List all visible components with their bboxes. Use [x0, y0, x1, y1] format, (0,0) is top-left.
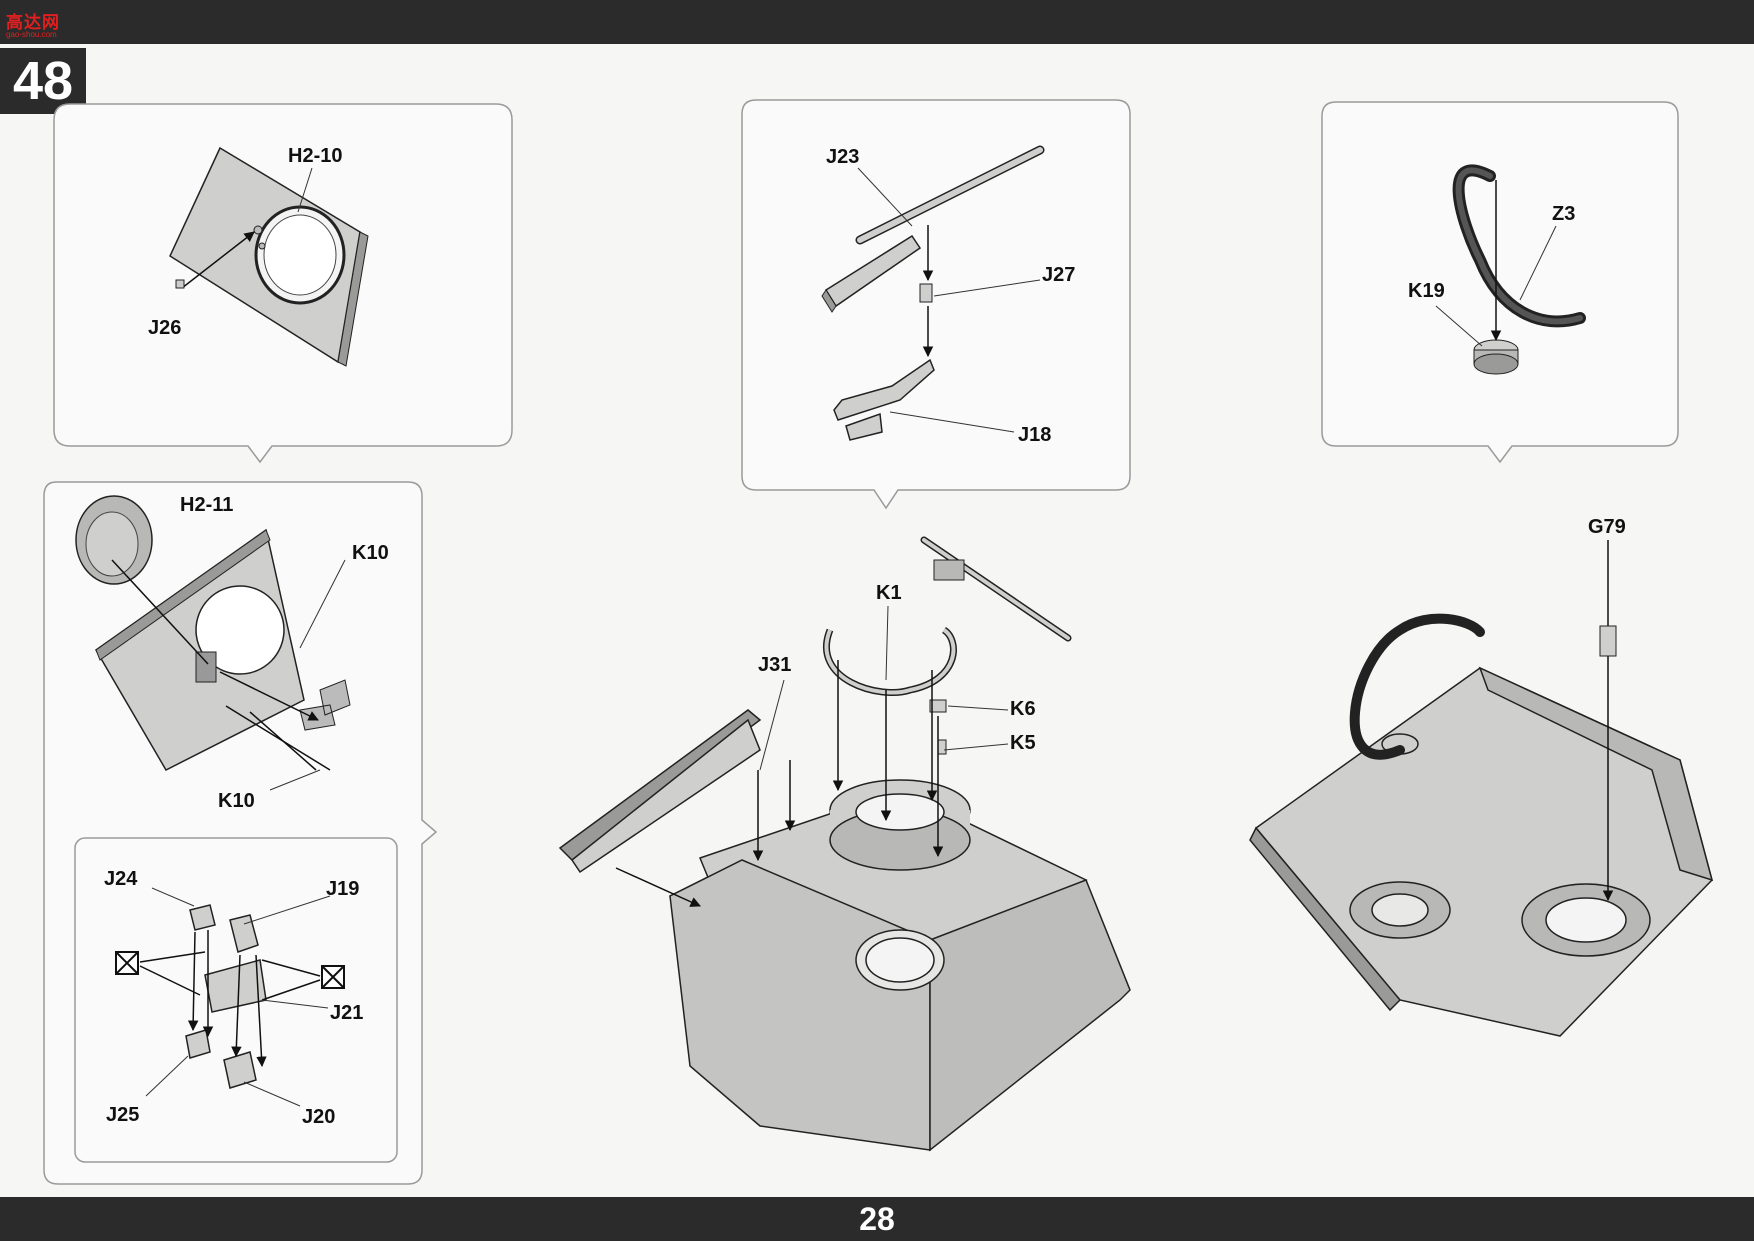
- label-j18: J18: [1018, 424, 1052, 446]
- step-number: 48: [0, 48, 86, 114]
- label-j24: J24: [104, 868, 138, 890]
- label-k19: K19: [1408, 280, 1445, 302]
- label-z3: Z3: [1552, 203, 1576, 225]
- k19-part: [1473, 339, 1519, 375]
- small-parts: [185, 904, 267, 1089]
- label-h2-11: H2-11: [180, 494, 234, 516]
- page-number: 28: [859, 1201, 895, 1237]
- j18-mount-part: [833, 358, 935, 441]
- hose-installed: [1349, 613, 1485, 760]
- callout-box-z3: [1321, 101, 1679, 464]
- label-k5: K5: [1010, 732, 1036, 754]
- label-k1: K1: [876, 582, 902, 604]
- label-j31: J31: [758, 654, 792, 676]
- part-j26: [175, 279, 185, 289]
- no-glue-icon: [321, 965, 345, 989]
- mounted-gun-part: [920, 536, 1072, 642]
- label-k10-lower: K10: [218, 790, 255, 812]
- label-k6: K6: [1010, 698, 1036, 720]
- machine-gun-part: [821, 145, 1045, 313]
- label-j23: J23: [826, 146, 860, 168]
- label-j21: J21: [330, 1002, 364, 1024]
- callout-box-j23: [741, 99, 1131, 510]
- k1-ring-part: [823, 627, 957, 696]
- label-h2-10: H2-10: [288, 145, 343, 167]
- label-j27: J27: [1042, 264, 1076, 286]
- turret-hull-main: [558, 709, 1131, 1152]
- hull-panel-part-2: [75, 495, 351, 771]
- label-j19: J19: [326, 878, 360, 900]
- j27-part: [919, 283, 933, 303]
- label-j26: J26: [148, 317, 182, 339]
- k6-k5-parts: [929, 699, 947, 755]
- site-logo-sub: gao-shou.com: [6, 30, 57, 39]
- no-glue-icon: [115, 951, 139, 975]
- hull-panel-part: [169, 146, 369, 367]
- site-logo: 高达网: [6, 13, 60, 32]
- bottom-bar: [0, 1197, 1754, 1241]
- label-j25: J25: [106, 1104, 140, 1126]
- label-j20: J20: [302, 1106, 336, 1128]
- label-g79: G79: [1588, 516, 1626, 538]
- label-k10: K10: [352, 542, 389, 564]
- part-g79: [1599, 625, 1617, 657]
- hull-interior-assembly: [1249, 666, 1714, 1037]
- top-bar: [0, 0, 1754, 44]
